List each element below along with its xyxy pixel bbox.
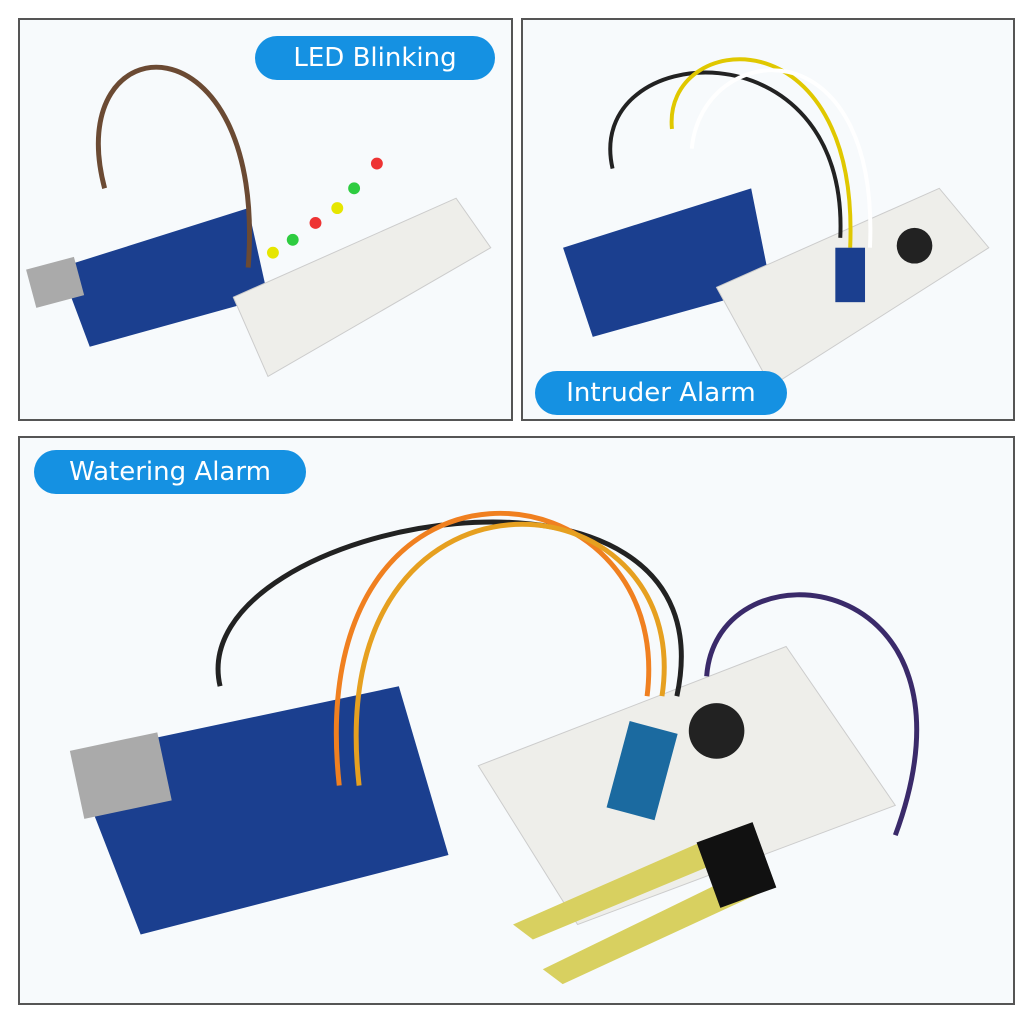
label-intruder-alarm: Intruder Alarm (535, 371, 787, 415)
label-led-blinking: LED Blinking (255, 36, 495, 80)
intruder-alarm-photo (563, 57, 990, 388)
label-watering-alarm: Watering Alarm (34, 450, 306, 494)
panel-led-blinking: LED Blinking (18, 18, 513, 421)
panel-intruder-alarm: Intruder Alarm (521, 18, 1015, 421)
panel-watering-alarm: Watering Alarm (18, 436, 1015, 1005)
led-blinking-photo (26, 64, 492, 378)
watering-alarm-photo (69, 510, 920, 985)
